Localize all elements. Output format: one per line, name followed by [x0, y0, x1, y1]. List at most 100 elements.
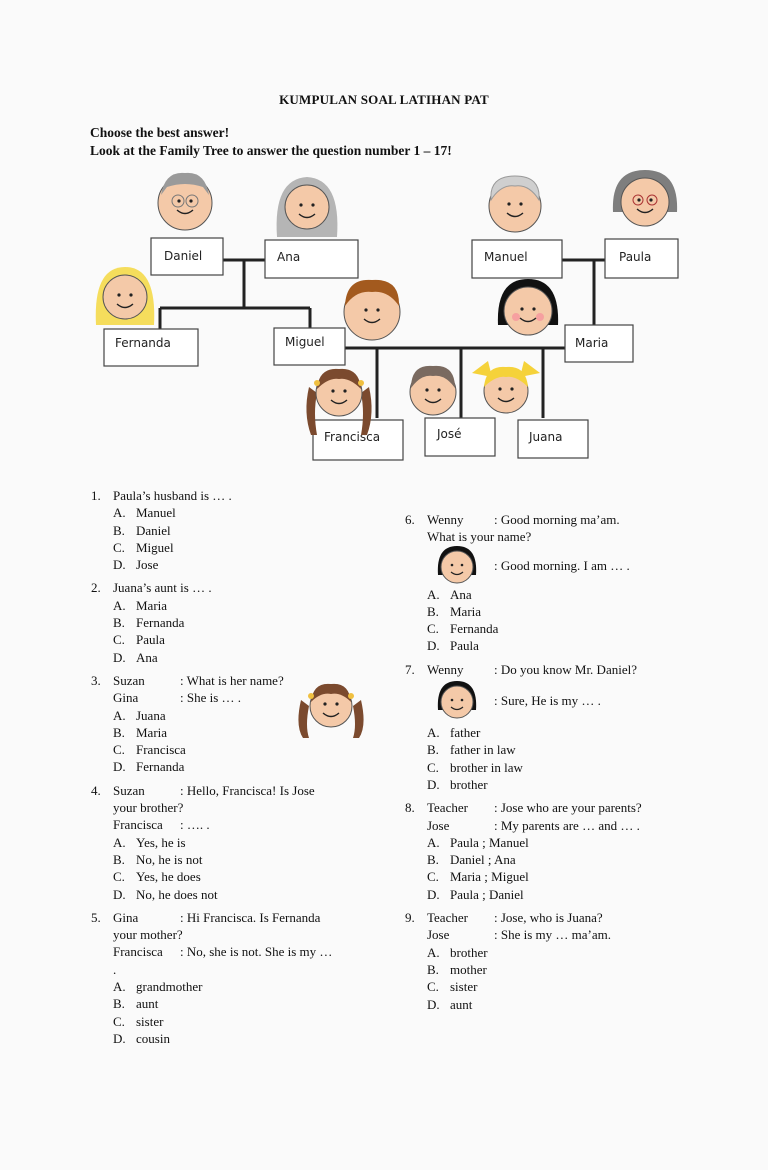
- option[interactable]: C.Fernanda: [427, 621, 499, 637]
- face-miguel-icon: [343, 279, 401, 341]
- option[interactable]: B.Daniel: [113, 522, 171, 538]
- tree-connectors: [158, 258, 605, 418]
- question-6: 6. Wenny: Good morning ma’am. What is yo…: [405, 511, 705, 655]
- box-manuel: [471, 239, 563, 279]
- option[interactable]: D.Paula: [427, 638, 479, 654]
- option[interactable]: C.brother in law: [427, 759, 523, 775]
- option[interactable]: B.No, he is not: [113, 851, 203, 867]
- name-ana: Ana: [277, 250, 300, 264]
- face-paula-icon: [612, 170, 678, 227]
- option[interactable]: A.Maria: [113, 597, 168, 613]
- dialogue-line: Teacher: Jose who are your parents?: [427, 800, 642, 816]
- dialogue-line: Francisca: No, she is not. She is my …: [113, 944, 333, 960]
- name-jose: José: [436, 427, 462, 441]
- reply-text: : Sure, He is my … .: [494, 693, 601, 709]
- woman-face-icon: [437, 545, 477, 584]
- box-daniel: [150, 237, 224, 276]
- family-tree: Daniel Ana Manuel Paula Fernanda Miguel …: [95, 170, 679, 461]
- question-2: 2. Juana’s aunt is … . A.Maria B.Fernand…: [91, 579, 391, 665]
- question-4: 4. Suzan: Hello, Francisca! Is Jose your…: [91, 782, 391, 903]
- question-1: 1. Paula’s husband is … . A.Manuel B.Dan…: [91, 487, 391, 573]
- question-5: 5. Gina: Hi Francisca. Is Fernanda your …: [91, 909, 391, 1047]
- option[interactable]: D.Paula ; Daniel: [427, 886, 524, 902]
- option[interactable]: B.Fernanda: [113, 615, 185, 631]
- option[interactable]: A.grandmother: [113, 979, 203, 995]
- option[interactable]: C.Francisca: [113, 742, 186, 758]
- option[interactable]: B.aunt: [113, 996, 159, 1012]
- girl-face-icon: [298, 683, 364, 738]
- dialogue-line: Wenny: Do you know Mr. Daniel?: [427, 661, 637, 677]
- dialogue-line: Wenny: Good morning ma’am.: [427, 512, 620, 527]
- question-7: 7. Wenny: Do you know Mr. Daniel? : Sure…: [405, 661, 705, 793]
- name-daniel: Daniel: [164, 249, 202, 263]
- option[interactable]: B.Maria: [427, 603, 482, 619]
- option[interactable]: B.Daniel ; Ana: [427, 852, 516, 868]
- option[interactable]: C.Maria ; Miguel: [427, 869, 529, 885]
- box-jose: [424, 417, 496, 457]
- option[interactable]: D.brother: [427, 776, 488, 792]
- option[interactable]: C.sister: [427, 979, 478, 995]
- question-text: Juana’s aunt is … .: [113, 580, 212, 596]
- option[interactable]: D.Fernanda: [113, 759, 185, 775]
- dialogue-line: Jose: My parents are … and … .: [427, 817, 640, 833]
- dialogue-continuation: What is your name?: [427, 529, 532, 545]
- questions-left-column: 1. Paula’s husband is … . A.Manuel B.Dan…: [91, 487, 391, 1053]
- box-miguel: [273, 327, 346, 366]
- page-title: KUMPULAN SOAL LATIHAN PAT: [279, 92, 489, 107]
- question-text: Paula’s husband is … .: [113, 488, 232, 503]
- box-juana: [517, 419, 589, 459]
- reply-text: : Good morning. I am … .: [494, 557, 630, 573]
- option[interactable]: B.father in law: [427, 742, 516, 758]
- option[interactable]: A.Yes, he is: [113, 834, 186, 850]
- option[interactable]: D.cousin: [113, 1030, 170, 1046]
- question-8: 8. Teacher: Jose who are your parents? J…: [405, 799, 705, 903]
- dialogue-continuation: your brother?: [113, 800, 184, 816]
- dialogue-line: Gina: She is … .: [113, 690, 242, 706]
- option[interactable]: A.brother: [427, 944, 488, 960]
- option[interactable]: C.Paula: [113, 632, 165, 648]
- reply-row: : Sure, He is my … .: [427, 678, 705, 724]
- reply-row: : Good morning. I am … .: [427, 545, 705, 586]
- dialogue-continuation: .: [113, 961, 117, 977]
- name-maria: Maria: [575, 336, 608, 350]
- name-paula: Paula: [619, 250, 651, 264]
- option[interactable]: B.mother: [427, 961, 487, 977]
- option[interactable]: A.father: [427, 725, 481, 741]
- face-ana-icon: [276, 177, 338, 237]
- box-paula: [604, 238, 679, 279]
- face-maria-icon: [497, 279, 559, 336]
- name-fernanda: Fernanda: [115, 336, 171, 350]
- option[interactable]: B.Maria: [113, 724, 168, 740]
- name-miguel: Miguel: [285, 335, 325, 349]
- dialogue-line: Teacher: Jose, who is Juana?: [427, 910, 603, 926]
- option[interactable]: D.aunt: [427, 996, 473, 1012]
- face-fernanda-icon: [95, 267, 155, 325]
- face-jose-icon: [409, 365, 457, 416]
- box-maria: [564, 324, 634, 363]
- dialogue-line: Gina: Hi Francisca. Is Fernanda: [113, 909, 321, 925]
- option[interactable]: D.Jose: [113, 557, 159, 573]
- option[interactable]: A.Ana: [427, 586, 472, 602]
- option[interactable]: C.Yes, he does: [113, 869, 201, 885]
- option[interactable]: D.Ana: [113, 649, 158, 665]
- face-manuel-icon: [488, 175, 542, 233]
- dialogue-continuation: your mother?: [113, 927, 183, 943]
- instruction-line-1: Choose the best answer!: [90, 125, 230, 140]
- dialogue-line: Jose: She is my … ma’am.: [427, 927, 611, 943]
- instruction-line-2: Look at the Family Tree to answer the qu…: [90, 143, 452, 158]
- option[interactable]: A.Juana: [113, 707, 166, 723]
- woman-face-icon: [437, 681, 477, 719]
- name-juana: Juana: [528, 430, 562, 444]
- option[interactable]: A.Paula ; Manuel: [427, 834, 529, 850]
- option[interactable]: C.Miguel: [113, 539, 174, 555]
- option[interactable]: C.sister: [113, 1013, 164, 1029]
- dialogue-line: Francisca: …. .: [113, 817, 210, 833]
- option[interactable]: D.No, he does not: [113, 886, 218, 902]
- option[interactable]: A.Manuel: [113, 505, 176, 521]
- dialogue-line: Suzan: What is her name?: [113, 672, 284, 688]
- name-francisca: Francisca: [324, 430, 380, 444]
- question-3: 3. Suzan: What is her name? Gina: She is…: [91, 672, 391, 776]
- face-francisca-icon: [306, 368, 372, 435]
- question-9: 9. Teacher: Jose, who is Juana? Jose: Sh…: [405, 909, 705, 1013]
